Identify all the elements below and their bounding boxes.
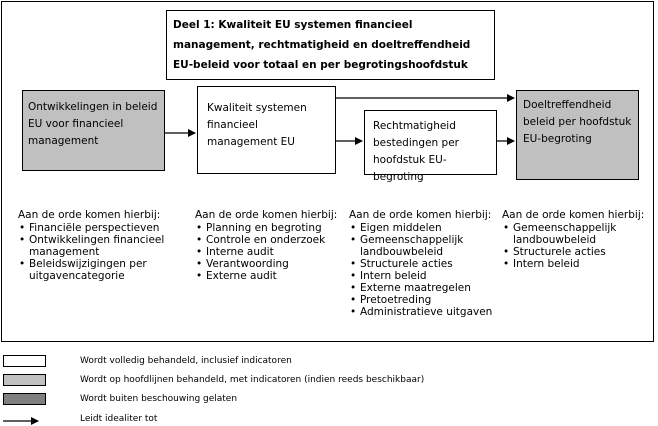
list-item: Externe maatregelen bbox=[349, 282, 509, 294]
list-item: Controle en onderzoek bbox=[195, 234, 345, 246]
box-kwaliteit-text: Kwaliteit systemen financieel management… bbox=[207, 102, 307, 148]
box-rechtmatigheid-text: Rechtmatigheid bestedingen per hoofdstuk… bbox=[373, 120, 459, 183]
list-item: Ontwikkelingen financieel management bbox=[18, 234, 188, 258]
box-ontwikkelingen: Ontwikkelingen in beleid EU voor financi… bbox=[22, 90, 165, 171]
column-doeltreffendheid: Aan de orde komen hierbij: Gemeenschappe… bbox=[502, 209, 652, 270]
list-item: Eigen middelen bbox=[349, 222, 509, 234]
list-item: Verantwoording bbox=[195, 258, 345, 270]
title-text: Deel 1: Kwaliteit EU systemen financieel… bbox=[173, 19, 471, 71]
list-item: Intern beleid bbox=[502, 258, 652, 270]
list-item: Pretoetreding bbox=[349, 294, 509, 306]
column-ontwikkelingen: Aan de orde komen hierbij: Financiële pe… bbox=[18, 209, 188, 282]
list-item: Interne audit bbox=[195, 246, 345, 258]
column-heading: Aan de orde komen hierbij: bbox=[195, 209, 338, 221]
column-heading: Aan de orde komen hierbij: bbox=[18, 209, 161, 221]
diagram-frame bbox=[1, 1, 654, 342]
column-kwaliteit: Aan de orde komen hierbij: Planning en b… bbox=[195, 209, 345, 282]
list-item: Financiële perspectieven bbox=[18, 222, 188, 234]
box-doeltreffendheid: Doeltreffendheid beleid per hoofdstuk EU… bbox=[516, 90, 639, 180]
box-doeltreffendheid-text: Doeltreffendheid beleid per hoofdstuk EU… bbox=[523, 99, 632, 145]
list-item: Beleidswijzigingen per uitgavencategorie bbox=[18, 258, 188, 282]
box-ontwikkelingen-text: Ontwikkelingen in beleid EU voor financi… bbox=[28, 101, 158, 147]
legend-swatch-dark-grey bbox=[3, 393, 46, 405]
legend-label: Wordt buiten beschouwing gelaten bbox=[80, 394, 238, 404]
list-item: Gemeenschappelijk landbouwbeleid bbox=[502, 222, 652, 246]
legend-label: Wordt op hoofdlijnen behandeld, met indi… bbox=[80, 375, 425, 385]
list-item: Structurele acties bbox=[502, 246, 652, 258]
title-box: Deel 1: Kwaliteit EU systemen financieel… bbox=[166, 10, 495, 80]
column-heading: Aan de orde komen hierbij: bbox=[349, 209, 492, 221]
legend-label: Leidt idealiter tot bbox=[80, 414, 158, 424]
list-item: Administratieve uitgaven bbox=[349, 306, 509, 318]
list-item: Planning en begroting bbox=[195, 222, 345, 234]
list-item: Gemeenschappelijk landbouwbeleid bbox=[349, 234, 509, 258]
box-rechtmatigheid: Rechtmatigheid bestedingen per hoofdstuk… bbox=[364, 110, 497, 183]
column-rechtmatigheid: Aan de orde komen hierbij: Eigen middele… bbox=[349, 209, 509, 318]
list-item: Structurele acties bbox=[349, 258, 509, 270]
legend-swatch-light-grey bbox=[3, 374, 46, 386]
legend-label: Wordt volledig behandeld, inclusief indi… bbox=[80, 356, 292, 366]
legend-swatch-white bbox=[3, 355, 46, 367]
list-item: Externe audit bbox=[195, 270, 345, 282]
list-item: Intern beleid bbox=[349, 270, 509, 282]
column-heading: Aan de orde komen hierbij: bbox=[502, 209, 645, 221]
box-kwaliteit: Kwaliteit systemen financieel management… bbox=[197, 86, 336, 174]
